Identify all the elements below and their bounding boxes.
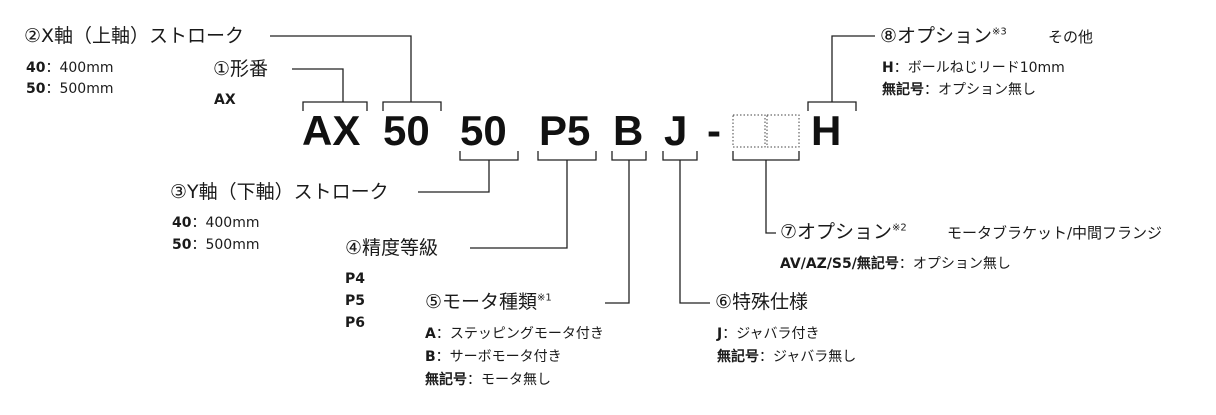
- special-option: J：ジャバラ付き: [717, 326, 820, 342]
- option7-box-right: [766, 114, 800, 148]
- leader-motor: [605, 160, 630, 304]
- option7-title: ⑦オプション※2: [780, 221, 907, 243]
- code-y-stroke: 50: [460, 107, 507, 154]
- leader-option7: [765, 160, 776, 234]
- series-option: AX: [214, 92, 236, 108]
- x-stroke-title: ②X軸（上軸）ストローク: [24, 25, 245, 47]
- option7-box-left: [732, 114, 766, 148]
- motor-title: ⑤モータ種類※1: [425, 291, 552, 313]
- leader-y-stroke: [418, 160, 490, 193]
- code-other: H: [811, 107, 842, 154]
- leader-special: [679, 160, 710, 304]
- accuracy-title: ④精度等級: [345, 237, 439, 259]
- motor-note: ※1: [537, 292, 552, 304]
- special-title: ⑥特殊仕様: [715, 291, 809, 313]
- y-stroke-title: ③Y軸（下軸）ストローク: [170, 181, 389, 203]
- accuracy-option: P6: [345, 315, 366, 331]
- motor-option: 無記号：モータ無し: [425, 372, 551, 388]
- code-x-stroke: 50: [383, 107, 430, 154]
- option8-title: ⑧オプション※3: [880, 25, 1007, 47]
- motor-option: A：ステッピングモータ付き: [425, 326, 604, 342]
- accuracy-option: P4: [345, 271, 366, 287]
- code-accuracy: P5: [539, 107, 591, 154]
- option8-option: 無記号：オプション無し: [882, 82, 1036, 98]
- option7-note: ※2: [892, 222, 907, 234]
- code-special: J: [664, 107, 688, 154]
- bracket-x-stroke: [382, 101, 442, 111]
- code-series: AX: [302, 107, 361, 154]
- leader-series: [292, 68, 344, 102]
- y-stroke-option: 40：400mm: [172, 215, 260, 231]
- option7-option: AV/AZ/S5/無記号：オプション無し: [780, 256, 1011, 272]
- option7-subtitle: モータブラケット/中間フランジ: [947, 224, 1163, 242]
- series-title: ①形番: [213, 58, 269, 80]
- bracket-series: [302, 101, 368, 111]
- leader-accuracy: [470, 160, 568, 249]
- option8-option: H：ボールねじリード10mm: [882, 60, 1065, 76]
- accuracy-option: P5: [345, 293, 366, 309]
- leader-x-stroke: [270, 35, 412, 102]
- leader-other: [831, 35, 875, 102]
- y-stroke-option: 50：500mm: [172, 237, 260, 253]
- code-dash: -: [707, 107, 721, 154]
- option8-subtitle: その他: [1048, 28, 1094, 46]
- x-stroke-option: 40：400mm: [26, 60, 114, 76]
- special-option: 無記号：ジャバラ無し: [717, 349, 857, 365]
- x-stroke-option: 50：500mm: [26, 81, 114, 97]
- bracket-option7: [732, 151, 800, 161]
- motor-option: B：サーボモータ付き: [425, 349, 562, 365]
- code-motor: B: [613, 107, 644, 154]
- option8-note: ※3: [992, 26, 1007, 38]
